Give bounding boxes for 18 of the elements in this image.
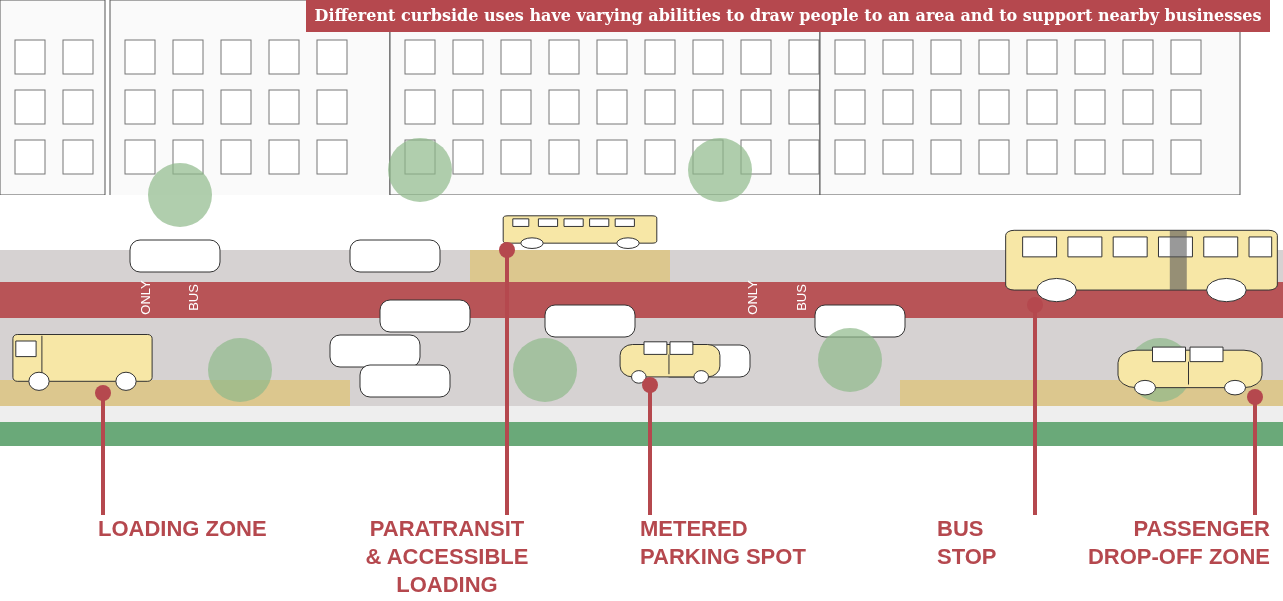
leader-line: [1027, 297, 1043, 515]
van-drawing: [500, 212, 660, 250]
car-drawing: [618, 340, 722, 385]
lane-marking-text: ONLY: [137, 280, 153, 315]
zone-label: LOADING ZONE: [98, 515, 268, 543]
lane-marking-text: BUS: [793, 284, 809, 311]
car-drawing: [1115, 345, 1265, 397]
leader-line: [499, 242, 515, 515]
leader-line: [1247, 389, 1263, 515]
zone-label: BUS STOP: [937, 515, 1047, 571]
title-banner: Different curbside uses have varying abilities to draw people to an area and to support nearby businesses: [306, 0, 1270, 32]
lane-marking-text: BUS: [185, 284, 201, 311]
leader-line: [642, 377, 658, 515]
zone-label: METERED PARKING SPOT: [640, 515, 810, 571]
zone-label: PASSENGER DROP-OFF ZONE: [1085, 515, 1270, 571]
zone-label: PARATRANSIT & ACCESSIBLE LOADING: [362, 515, 532, 599]
lane-marking-text: ONLY: [744, 280, 760, 315]
leader-line: [95, 385, 111, 515]
